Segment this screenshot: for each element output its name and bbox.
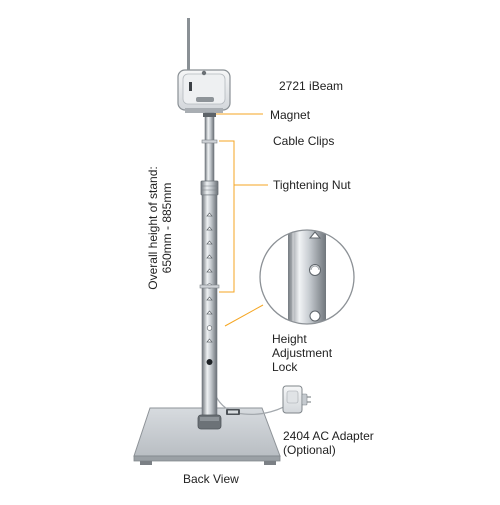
height-lock-label: Height Adjustment Lock [272,332,332,374]
height-lock-zoom [259,229,355,325]
leader-lines [216,113,268,327]
adapter-line-2: (Optional) [283,443,336,457]
overall-height-label: Overall height of stand: 650mm - 885mm [146,143,174,313]
pole-foot [197,414,222,430]
ac-adapter [282,385,311,414]
tightening-nut-part [200,180,219,196]
antenna [187,18,190,74]
base-plate [133,407,281,465]
back-view-label: Back View [183,472,239,486]
adapter-line-1: 2404 AC Adapter [283,429,374,443]
overall-height-line-1: Overall height of stand: [146,166,160,290]
height-lock-line-2: Adjustment [272,346,333,360]
height-lock-line-3: Lock [272,360,298,374]
overall-height-line-2: 650mm - 885mm [160,182,174,274]
cable-port [206,359,213,365]
tightening-nut-label: Tightening Nut [273,178,351,192]
adapter-label: 2404 AC Adapter (Optional) [283,429,374,457]
magnet-label: Magnet [270,108,311,122]
adjustment-holes [206,212,213,343]
cable-clips-label: Cable Clips [273,134,335,148]
base-sticker [226,409,240,415]
height-lock-line-1: Height [272,332,307,346]
ibeam-head [177,69,231,113]
upper-pole [204,112,215,184]
magnet-collar [203,113,216,117]
device-label: 2721 iBeam [279,79,344,93]
cable-clip-lower [199,284,220,289]
cable-clip-upper [201,139,218,144]
